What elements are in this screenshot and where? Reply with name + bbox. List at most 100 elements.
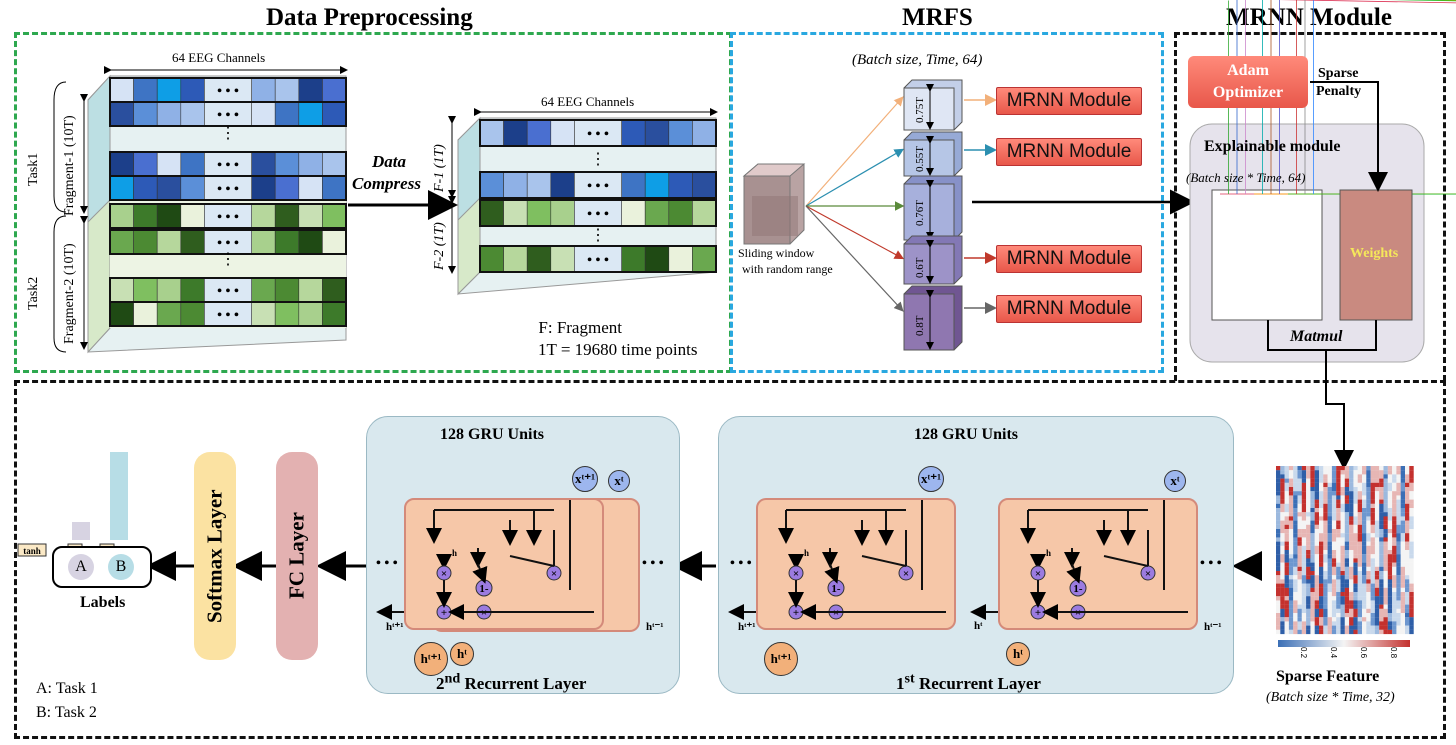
weights-label: Weights [1350, 246, 1399, 261]
svg-text:+: + [441, 607, 447, 619]
legend-time-points: 1T = 19680 time points [538, 340, 698, 359]
label-b-circle: B [108, 554, 134, 580]
legend-fragment-text: F: Fragment [538, 318, 622, 337]
title-mrnn-module: MRNN Module [1226, 4, 1392, 31]
gru-node: xᵗ [1164, 470, 1186, 492]
gru-units-1: 128 GRU Units [914, 426, 1019, 443]
sparse-penalty-2: Penalty [1316, 84, 1362, 99]
ellipsis-2: • • • [642, 556, 664, 571]
svg-text:+: + [793, 607, 799, 619]
gru-node: hᵗ⁺¹ [414, 642, 448, 676]
svg-text:• • •: • • • [587, 127, 609, 142]
colorbar [1278, 640, 1410, 647]
window-cubes [903, 79, 963, 351]
sparse-feature-title: Sparse Feature [1276, 668, 1380, 685]
gru-node: xᵗ [608, 470, 630, 492]
labels-box: A B [52, 546, 152, 588]
data-compress-2: Compress [352, 174, 421, 193]
svg-text:• • •: • • • [217, 84, 239, 99]
legend-b: B: Task 2 [36, 704, 97, 721]
right-matrix-rows: • • • • • • • • • • • • ⋮ ⋮ [479, 119, 717, 273]
labels-title: Labels [80, 594, 126, 611]
gru-node: xᵗ⁺¹ [572, 466, 598, 492]
svg-text:⋮: ⋮ [590, 151, 606, 168]
window-size-label: 0.6T [914, 257, 926, 278]
svg-text:1-: 1- [479, 583, 489, 595]
svg-text:• • •: • • • [217, 236, 239, 251]
svg-text:tanh: tanh [23, 546, 41, 556]
gru-label: h [1046, 548, 1052, 558]
svg-text:• • •: • • • [217, 182, 239, 197]
sparse-feature-dims: (Batch size * Time, 32) [1266, 690, 1395, 705]
gru-label: hᵗ⁻¹ [1204, 621, 1222, 633]
legend-a: A: Task 1 [36, 680, 98, 697]
mrfs-batch-label: (Batch size, Time, 64) [852, 52, 983, 68]
fc-layer-bar: FC Layer [276, 452, 318, 660]
sliding-window-label-2: with random range [742, 262, 833, 276]
label-bar-a [72, 522, 90, 540]
layer-2-text: 2nd Recurrent Layer [436, 670, 587, 693]
svg-text:×: × [793, 568, 799, 580]
svg-text:×: × [441, 568, 447, 580]
gru-label: hᵗ⁻¹ [646, 621, 664, 633]
mrnn-module-box-1: MRNN Module [996, 87, 1142, 115]
svg-text:1-: 1- [1073, 583, 1083, 595]
adam-optimizer-box: Adam Optimizer [1188, 56, 1308, 108]
gru-label: hᵗ⁺¹ [386, 621, 404, 633]
title-mrfs: MRFS [902, 4, 973, 31]
svg-text:• • •: • • • [217, 210, 239, 225]
svg-text:• • •: • • • [587, 207, 609, 222]
explainable-module-title: Explainable module [1204, 138, 1341, 155]
gru-node: hᵗ⁺¹ [764, 642, 798, 676]
sparse-feature-heatmap [1276, 466, 1414, 635]
window-size-label: 0.76T [914, 200, 926, 226]
explainable-batch-label: (Batch size * Time, 64) [1186, 170, 1306, 185]
mrnn-frame-bottom [14, 380, 1446, 739]
svg-text:• • •: • • • [587, 253, 609, 268]
svg-text:×: × [551, 568, 557, 580]
gru-label: hᵗ [974, 620, 983, 632]
layer-1-text: 1st Recurrent Layer [896, 670, 1041, 693]
svg-text:• • •: • • • [217, 108, 239, 123]
matmul-label: Matmul [1290, 328, 1343, 345]
ellipsis-1: • • • [376, 556, 398, 571]
adam-line2: Optimizer [1212, 84, 1284, 101]
window-size-label: 0.8T [914, 315, 926, 336]
svg-text:• • •: • • • [217, 284, 239, 299]
mrnn-module-box-4: MRNN Module [996, 295, 1142, 323]
gru-node: xᵗ⁺¹ [918, 466, 944, 492]
svg-text:⋮: ⋮ [590, 227, 606, 244]
adam-line1: Adam [1227, 62, 1269, 79]
data-compress-1: Data [372, 152, 406, 171]
ellipsis-3: • • • [730, 556, 752, 571]
gru-label: h [452, 548, 458, 558]
window-size-label: 0.55T [914, 146, 926, 172]
svg-text:×: × [1035, 568, 1041, 580]
svg-text:×: × [1145, 568, 1151, 580]
svg-text:⋮: ⋮ [220, 251, 236, 268]
gru-label: hᵗ⁺¹ [738, 621, 756, 633]
mrnn-module-box-2: MRNN Module [996, 138, 1142, 166]
window-size-label: 0.75T [914, 97, 926, 123]
left-matrix-rows: • • • • • • • • • • • • • • • • • • • • • • • •… [109, 77, 347, 327]
svg-text:+: + [1035, 607, 1041, 619]
label-a-circle: A [68, 554, 94, 580]
legend-fragment: FF: Fragment [538, 318, 622, 338]
layer-1-title: 1st Recurrent Layer [896, 670, 1041, 694]
eeg-signal-box [1211, 189, 1323, 321]
svg-text:• • •: • • • [217, 158, 239, 173]
gru-node: hᵗ [1006, 642, 1030, 666]
softmax-layer-bar: Softmax Layer [194, 452, 236, 660]
sparse-penalty-1: Sparse [1318, 66, 1359, 81]
layer-2-title: 2nd Recurrent Layer [436, 670, 586, 694]
sliding-window-label-1: Sliding window [738, 246, 815, 260]
svg-text:• • •: • • • [217, 308, 239, 323]
label-bar-b [110, 452, 128, 540]
weights-box [1339, 189, 1413, 321]
gru-units-2: 128 GRU Units [440, 426, 545, 443]
svg-text:• • •: • • • [587, 179, 609, 194]
svg-text:1-: 1- [831, 583, 841, 595]
gru-label: h [804, 548, 810, 558]
ellipsis-4: • • • [1200, 556, 1222, 571]
